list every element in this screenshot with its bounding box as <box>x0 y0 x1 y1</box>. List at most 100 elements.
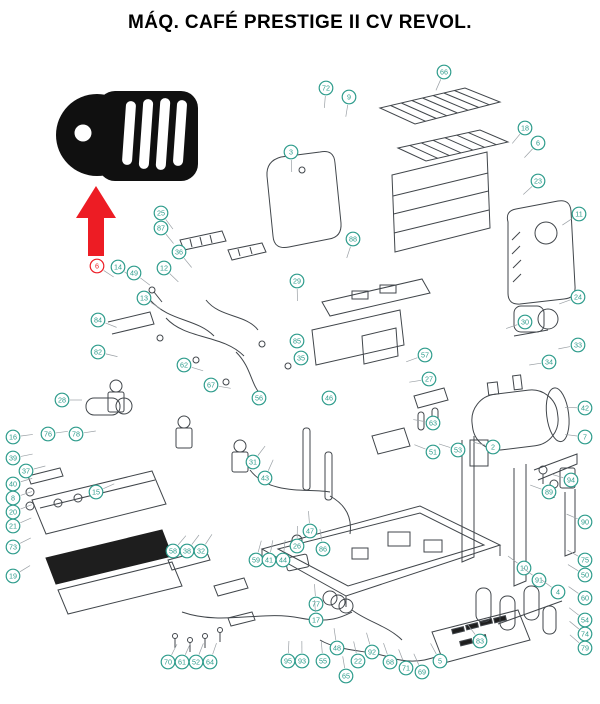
callout-87: 87 <box>153 220 174 244</box>
callout-73: 73 <box>5 537 31 555</box>
callout-53: 53 <box>438 442 466 458</box>
callout-28: 28 <box>54 392 82 408</box>
part-standpipes <box>302 427 333 501</box>
svg-text:90: 90 <box>581 518 589 527</box>
callout-9: 9 <box>341 89 357 117</box>
callout-5: 5 <box>430 643 448 669</box>
part-control-bracket <box>321 278 431 317</box>
callout-72: 72 <box>318 80 334 108</box>
callout-60: 60 <box>568 586 593 606</box>
callout-68: 68 <box>382 642 398 670</box>
part-drip-tray <box>57 561 183 615</box>
svg-text:28: 28 <box>58 396 66 405</box>
callout-49: 49 <box>126 265 151 286</box>
callout-91: 91 <box>522 567 547 588</box>
svg-text:79: 79 <box>581 644 589 653</box>
svg-text:47: 47 <box>306 527 314 536</box>
svg-text:77: 77 <box>312 600 320 609</box>
svg-text:50: 50 <box>581 571 589 580</box>
part-drip-grid <box>45 529 173 585</box>
callout-23: 23 <box>523 173 546 195</box>
callout-6: 6 <box>524 135 546 158</box>
svg-text:31: 31 <box>249 458 257 467</box>
callout-69: 69 <box>413 653 430 680</box>
svg-text:49: 49 <box>130 269 138 278</box>
callout-42: 42 <box>564 400 593 416</box>
svg-text:55: 55 <box>319 657 327 666</box>
svg-text:95: 95 <box>284 657 292 666</box>
svg-text:21: 21 <box>9 522 17 531</box>
callout-74: 74 <box>569 621 593 642</box>
svg-text:34: 34 <box>545 358 553 367</box>
callout-39: 39 <box>5 450 33 466</box>
callout-94: 94 <box>551 472 579 488</box>
svg-text:71: 71 <box>402 664 410 673</box>
svg-text:72: 72 <box>322 84 330 93</box>
svg-text:17: 17 <box>312 616 320 625</box>
svg-text:75: 75 <box>581 556 589 565</box>
part-pump-motor <box>513 305 559 337</box>
svg-text:12: 12 <box>160 264 168 273</box>
callout-76: 76 <box>40 426 68 442</box>
svg-text:86: 86 <box>319 545 327 554</box>
svg-text:6: 6 <box>95 262 99 271</box>
part-small-plates <box>25 467 256 627</box>
svg-text:94: 94 <box>567 476 575 485</box>
callout-20: 20 <box>5 504 32 520</box>
svg-text:83: 83 <box>476 637 484 646</box>
callout-86: 86 <box>315 529 331 557</box>
callout-62: 62 <box>176 357 204 373</box>
callout-16: 16 <box>5 429 33 445</box>
svg-text:64: 64 <box>206 658 214 667</box>
svg-text:9: 9 <box>347 93 351 102</box>
svg-text:85: 85 <box>293 337 301 346</box>
part-power-cord <box>322 590 403 641</box>
svg-text:53: 53 <box>454 446 462 455</box>
svg-text:57: 57 <box>421 351 429 360</box>
callout-10: 10 <box>507 555 532 576</box>
svg-text:39: 39 <box>9 454 17 463</box>
callout-88: 88 <box>345 231 361 259</box>
svg-text:60: 60 <box>581 594 589 603</box>
svg-text:69: 69 <box>418 668 426 677</box>
callout-33: 33 <box>558 337 586 353</box>
svg-text:78: 78 <box>72 430 80 439</box>
svg-text:22: 22 <box>354 657 362 666</box>
part-small-brackets <box>371 387 489 467</box>
svg-text:54: 54 <box>581 616 589 625</box>
svg-text:73: 73 <box>9 543 17 552</box>
svg-text:23: 23 <box>534 177 542 186</box>
svg-text:43: 43 <box>261 474 269 483</box>
svg-text:46: 46 <box>325 394 333 403</box>
callout-70: 70 <box>160 643 178 670</box>
callout-24: 24 <box>559 289 586 305</box>
callout-89: 89 <box>530 484 557 500</box>
callout-18: 18 <box>511 120 533 144</box>
callout-38: 38 <box>179 534 200 559</box>
callout-57: 57 <box>406 347 433 363</box>
callout-66: 66 <box>435 64 452 91</box>
callout-2: 2 <box>473 439 501 455</box>
callout-75: 75 <box>567 549 593 568</box>
callout-21: 21 <box>5 517 32 534</box>
callout-82: 82 <box>90 344 118 360</box>
part-side-brackets <box>461 436 578 587</box>
svg-text:44: 44 <box>279 556 287 565</box>
callout-48: 48 <box>329 628 345 656</box>
svg-text:70: 70 <box>164 658 172 667</box>
svg-text:58: 58 <box>169 547 177 556</box>
callout-47: 47 <box>302 511 318 539</box>
callout-55: 55 <box>315 641 331 669</box>
callout-27: 27 <box>409 371 437 387</box>
svg-text:4: 4 <box>556 588 560 597</box>
callout-36: 36 <box>171 244 192 268</box>
svg-text:63: 63 <box>429 419 437 428</box>
svg-text:61: 61 <box>178 658 186 667</box>
svg-text:87: 87 <box>157 224 165 233</box>
part-screws <box>172 627 223 652</box>
svg-text:11: 11 <box>575 210 582 219</box>
highlight-arrow <box>76 186 116 256</box>
callout-46: 46 <box>321 390 337 406</box>
svg-text:36: 36 <box>175 248 183 257</box>
